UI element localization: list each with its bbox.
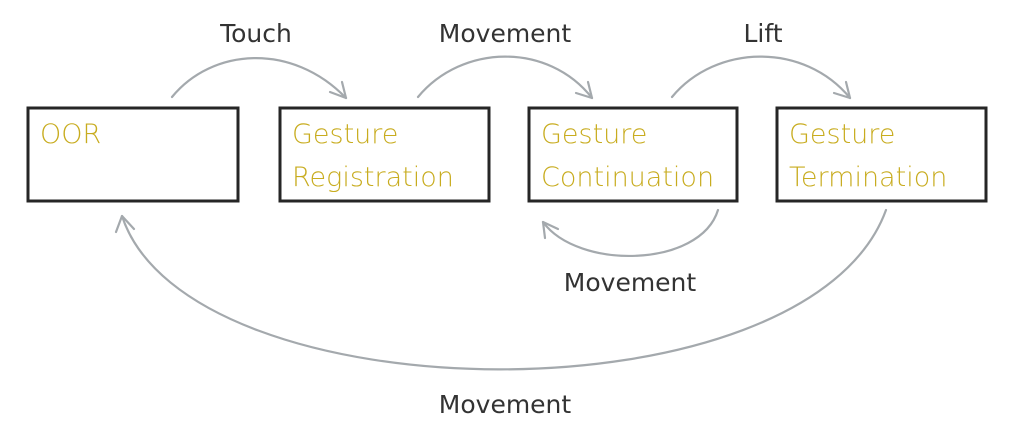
arrow-loop-head: [541, 220, 560, 240]
label-touch: Touch: [219, 19, 292, 48]
arrow-lift-path: [670, 55, 852, 100]
state-oor-label: OOR: [40, 119, 101, 150]
transition-registration-to-continuation: Movement: [416, 19, 594, 100]
state-gesture-registration-box: [278, 106, 491, 203]
state-gesture-registration-label-line1: Gesture: [292, 119, 398, 150]
label-movement-top: Movement: [439, 19, 572, 48]
state-gesture-continuation: Gesture Continuation: [527, 106, 739, 203]
arrow-touch-path: [170, 57, 348, 100]
transition-continuation-loop: Movement: [541, 208, 720, 297]
state-gesture-termination: Gesture Termination: [775, 106, 988, 203]
state-gesture-termination-label-line2: Termination: [789, 162, 947, 193]
label-movement-loop: Movement: [564, 268, 697, 297]
label-lift: Lift: [743, 19, 782, 48]
transition-termination-to-oor: Movement: [114, 208, 888, 419]
transition-lift: Lift: [670, 19, 852, 100]
arrow-return-path: [120, 208, 888, 371]
state-gesture-continuation-label-line2: Continuation: [541, 162, 714, 193]
state-gesture-termination-label-line1: Gesture: [789, 119, 895, 150]
transition-touch: Touch: [170, 19, 348, 100]
arrow-touch-head: [328, 80, 348, 100]
state-oor: OOR: [26, 106, 240, 203]
arrow-return-head: [114, 214, 136, 234]
arrow-loop-path: [541, 208, 720, 257]
arrow-reg-cont-path: [416, 55, 594, 100]
state-oor-box: [26, 106, 240, 203]
state-gesture-termination-box: [775, 106, 988, 203]
state-gesture-registration: Gesture Registration: [278, 106, 491, 203]
label-movement-bottom: Movement: [439, 390, 572, 419]
state-gesture-continuation-box: [527, 106, 739, 203]
state-gesture-continuation-label-line1: Gesture: [541, 119, 647, 150]
state-gesture-registration-label-line2: Registration: [292, 162, 454, 193]
arrow-reg-cont-head: [574, 80, 594, 100]
arrow-lift-head: [832, 80, 852, 100]
